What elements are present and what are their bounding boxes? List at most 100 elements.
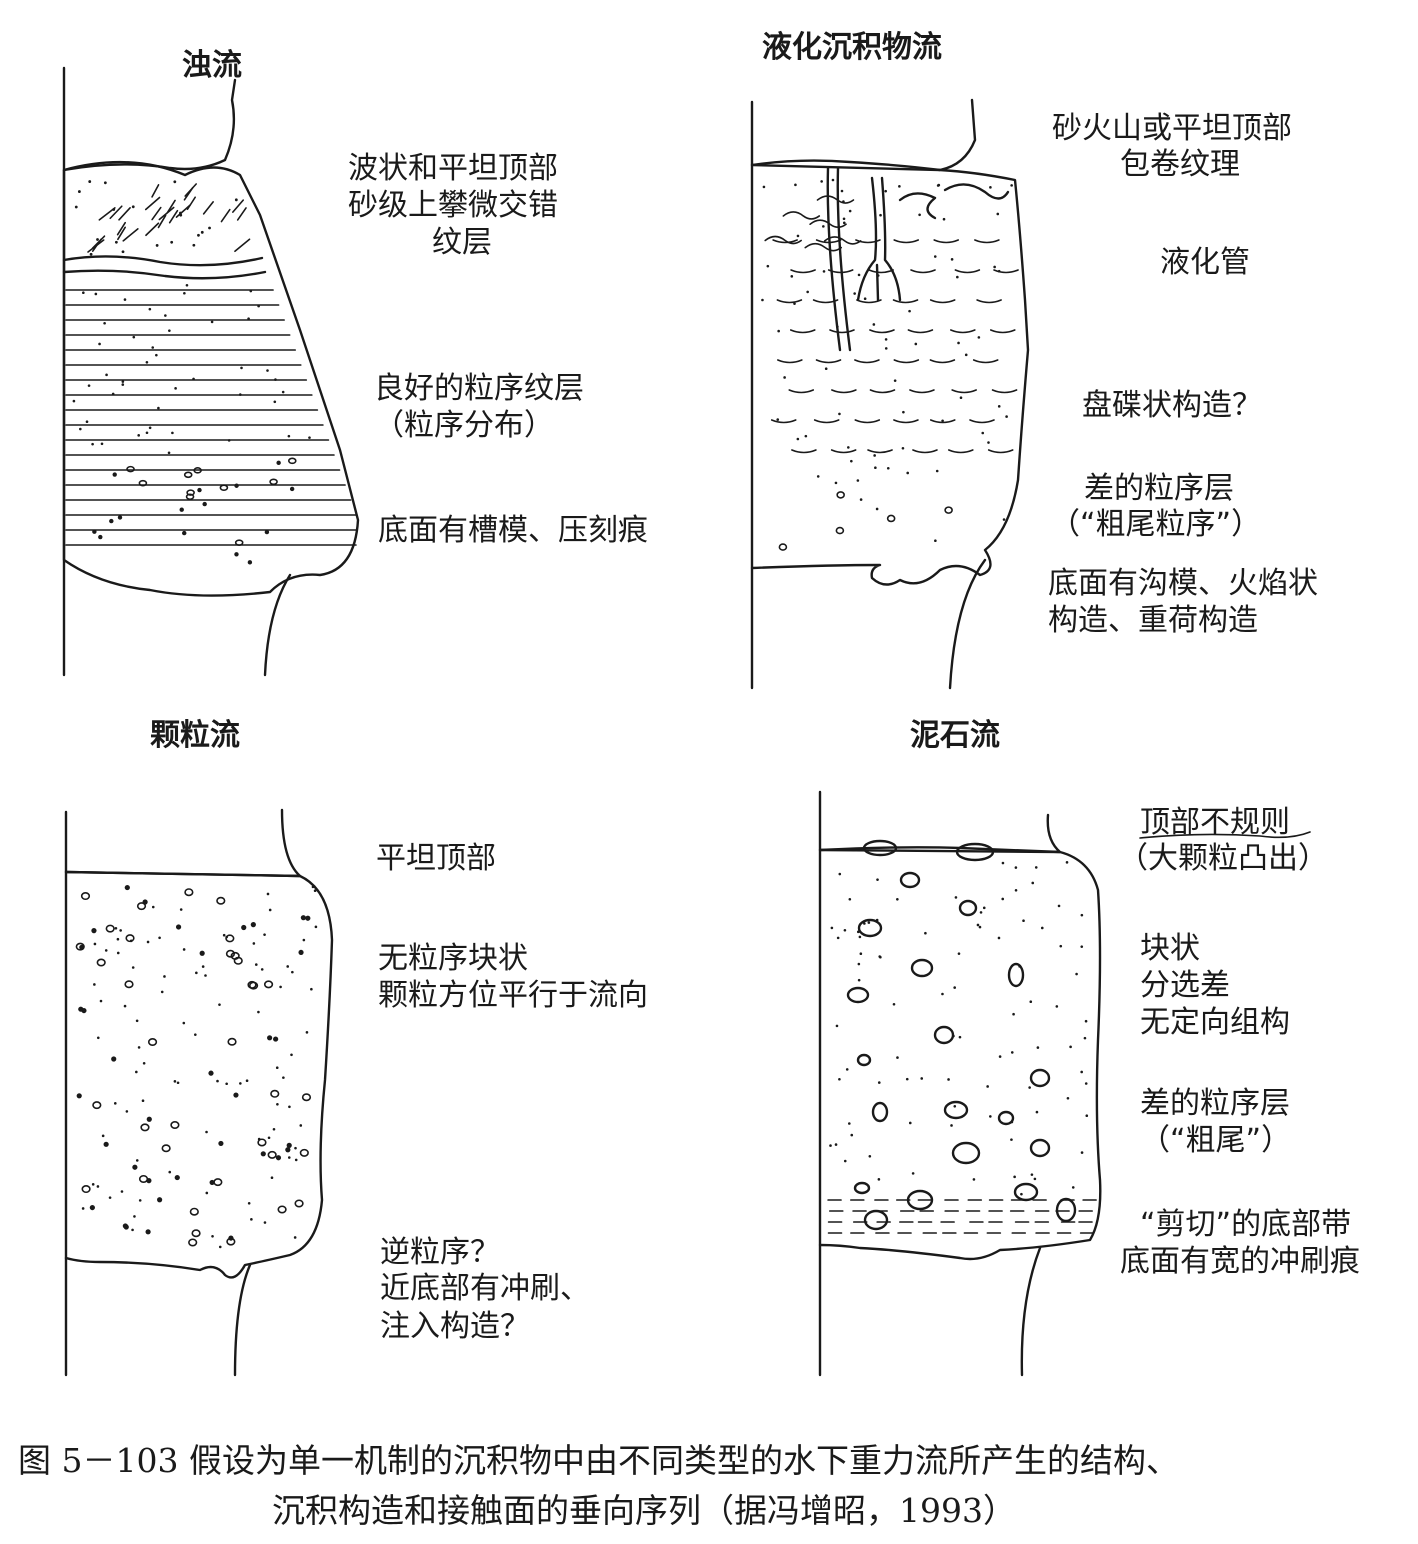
fine-grain	[195, 971, 198, 975]
open-grain	[257, 1138, 267, 1147]
dish-mark	[909, 389, 935, 394]
label-debris-7: （“粗尾”）	[1140, 1123, 1291, 1158]
open-grain	[233, 956, 243, 965]
thin-edge-lower-grain	[233, 1263, 252, 1377]
fine-grain	[956, 275, 959, 279]
fine-grain	[201, 965, 205, 968]
open-grain	[81, 1185, 91, 1194]
matrix-grain	[848, 897, 852, 901]
coarse-grain	[186, 489, 195, 496]
open-grain	[299, 1148, 309, 1157]
fine-grain	[804, 434, 808, 438]
matrix-grain	[1013, 1175, 1016, 1179]
matrix-grain	[950, 1124, 953, 1127]
fine-grain	[286, 965, 290, 968]
dark-grain	[142, 899, 148, 905]
dish-mark	[813, 419, 840, 424]
fine-grain	[135, 1159, 139, 1162]
matrix-grain	[1066, 1096, 1070, 1100]
fine-grain	[936, 184, 940, 187]
liquefaction-pipe-right-b	[880, 176, 902, 302]
ripple-mark	[145, 222, 160, 237]
sand-dot	[88, 180, 92, 183]
coarse-grain	[886, 514, 896, 523]
sand-dot	[96, 238, 99, 241]
panel-title-debris: 泥石流	[910, 718, 1000, 753]
ripple-mark	[109, 205, 123, 220]
fine-grain	[822, 270, 826, 273]
coarse-grain	[185, 493, 195, 501]
dish-mark	[855, 239, 881, 244]
label-grain-5: 近底部有冲刷、	[380, 1271, 590, 1306]
matrix-grain	[836, 936, 840, 940]
fine-grain	[820, 180, 823, 183]
matrix-grain	[867, 921, 871, 924]
matrix-grain	[1018, 965, 1021, 968]
fine-grain	[79, 427, 82, 431]
ripple-mark	[236, 207, 247, 221]
ripple-mark	[220, 208, 231, 223]
ripple-mark	[158, 206, 175, 221]
fine-grain	[137, 1046, 141, 1049]
dish-mark	[972, 359, 999, 364]
coarse-grain	[138, 479, 148, 487]
fine-grain	[92, 529, 97, 534]
thin-edge-lower-turbidity	[263, 573, 292, 677]
ripple-mark	[151, 206, 162, 221]
sand-dot	[234, 198, 238, 202]
matrix-grain	[1010, 1051, 1014, 1054]
panel-grain: 颗粒流 平坦顶部 无粒序块状 颗粒方位平行于流向 逆粒序？ 近底部有冲刷、 注入…	[64, 718, 648, 1377]
bed-boundary-upper-turbidity	[62, 255, 264, 267]
label-turbidity-6: 底面有槽模、压刻痕	[378, 513, 648, 548]
thin-edge-upper-debris	[818, 813, 1062, 854]
fine-grain	[1010, 184, 1013, 187]
large-clast	[997, 1110, 1015, 1126]
fine-grain	[850, 459, 853, 463]
matrix-grain	[1080, 945, 1084, 948]
dark-grain	[233, 1092, 239, 1098]
sand-dot	[121, 250, 125, 254]
bed-outline-turbidity	[62, 160, 360, 597]
dish-mark	[893, 239, 920, 244]
coarse-grain	[183, 471, 193, 479]
open-grain	[263, 980, 274, 989]
protruding-clast-b	[955, 842, 995, 862]
matrix-grain	[857, 962, 861, 966]
fine-grain	[135, 1019, 139, 1023]
fine-grain	[859, 498, 863, 501]
fine-grain	[247, 560, 253, 565]
panel-title-liquefied: 液化沉积物流	[762, 30, 942, 65]
fine-grain	[311, 885, 315, 889]
matrix-grain	[947, 1078, 950, 1081]
fine-grain	[279, 985, 282, 989]
label-liquefied-6: （“粗尾粒序”）	[1050, 507, 1261, 542]
matrix-grain	[997, 936, 1001, 940]
label-debris-6: 差的粒序层	[1140, 1086, 1290, 1121]
large-clast	[951, 1141, 981, 1165]
matrix-grain	[1080, 1151, 1084, 1154]
dark-grain	[298, 949, 304, 956]
ripple-mark	[116, 221, 126, 236]
label-turbidity-2: 砂级上攀微交错	[348, 188, 558, 223]
fine-grain	[121, 380, 125, 383]
fine-grain	[245, 1079, 249, 1083]
sand-dot	[114, 240, 118, 244]
open-grain	[191, 1229, 201, 1238]
fine-grain	[898, 185, 901, 188]
sand-dot	[77, 190, 81, 193]
fine-grain	[783, 376, 786, 379]
matrix-grain	[1059, 944, 1063, 948]
label-grain-2: 无粒序块状	[378, 941, 528, 976]
dish-mark	[929, 359, 956, 364]
label-liquefied-4: 盘碟状构造？	[1082, 388, 1262, 423]
fine-grain	[160, 990, 164, 994]
label-liquefied-7: 底面有沟模、火焰状	[1048, 566, 1318, 601]
open-grain	[301, 1093, 312, 1102]
fine-grain	[192, 377, 195, 381]
dark-grain	[260, 1151, 266, 1157]
matrix-grain	[1022, 919, 1025, 923]
fine-grain	[185, 283, 189, 287]
dark-grain	[267, 1035, 273, 1041]
large-clast	[856, 1053, 872, 1067]
large-clast	[857, 918, 883, 938]
